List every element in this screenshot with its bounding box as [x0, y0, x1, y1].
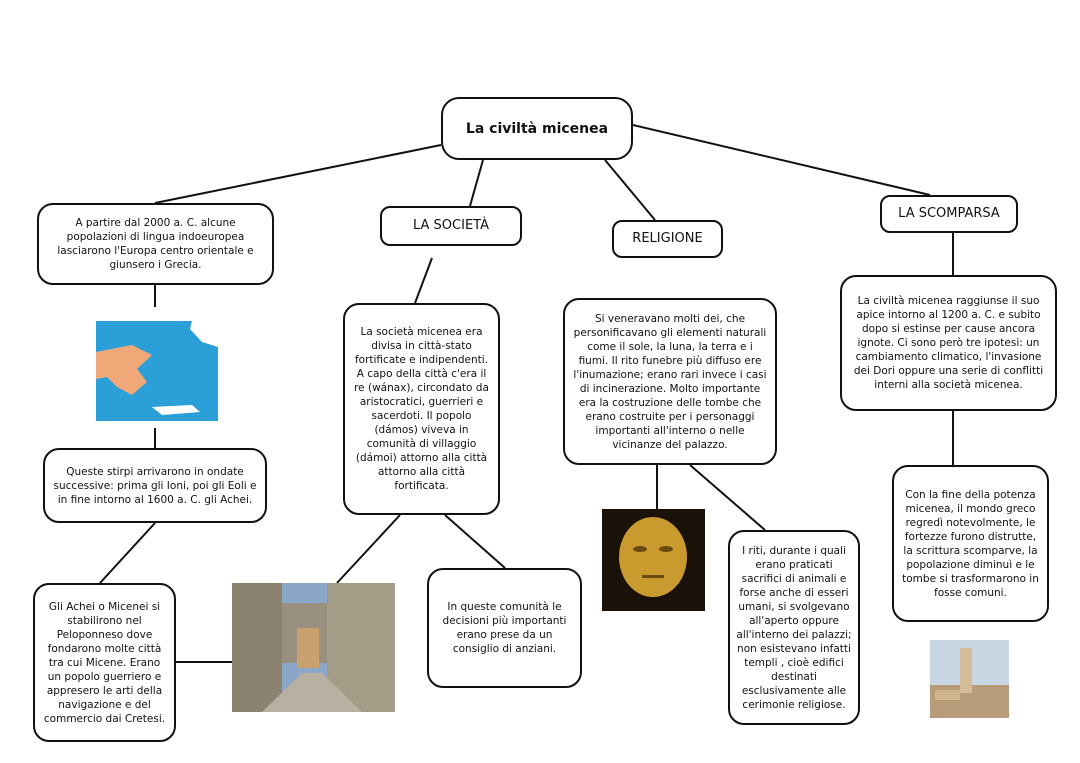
- collapse-text-box: La civiltà micenea raggiunse il suo apic…: [840, 275, 1057, 411]
- religion-text-box: Si veneravano molti dei, che personifica…: [563, 298, 777, 465]
- connector: [469, 159, 484, 207]
- society-label: LA SOCIETÀ: [380, 206, 522, 246]
- aftermath-box: Con la fine della potenza micenea, il mo…: [892, 465, 1049, 622]
- gold-mask-image: [602, 509, 705, 611]
- lion-gate-image: [232, 583, 395, 712]
- collapse-label: LA SCOMPARSA: [880, 195, 1018, 233]
- ruins-image: [930, 640, 1009, 718]
- map-of-greece-image: [92, 307, 222, 428]
- council-box: In queste comunità le decisioni più impo…: [427, 568, 582, 688]
- rites-box: I riti, durante i quali erano praticati …: [728, 530, 860, 725]
- connector: [99, 522, 156, 584]
- connector: [444, 514, 506, 569]
- connector: [414, 257, 433, 304]
- main-title: La civiltà micenea: [441, 97, 633, 160]
- connector: [154, 144, 442, 204]
- origins-waves-box: Queste stirpi arrivarono in ondate succe…: [43, 448, 267, 523]
- connector: [689, 464, 766, 531]
- connector: [632, 124, 931, 196]
- connector: [336, 514, 401, 584]
- achaeans-box: Gli Achei o Micenei si stabilirono nel P…: [33, 583, 176, 742]
- society-text-box: La società micenea era divisa in città-s…: [343, 303, 500, 515]
- origins-intro-box: A partire dal 2000 a. C. alcune popolazi…: [37, 203, 274, 285]
- connector: [604, 159, 656, 221]
- religion-label: RELIGIONE: [612, 220, 723, 258]
